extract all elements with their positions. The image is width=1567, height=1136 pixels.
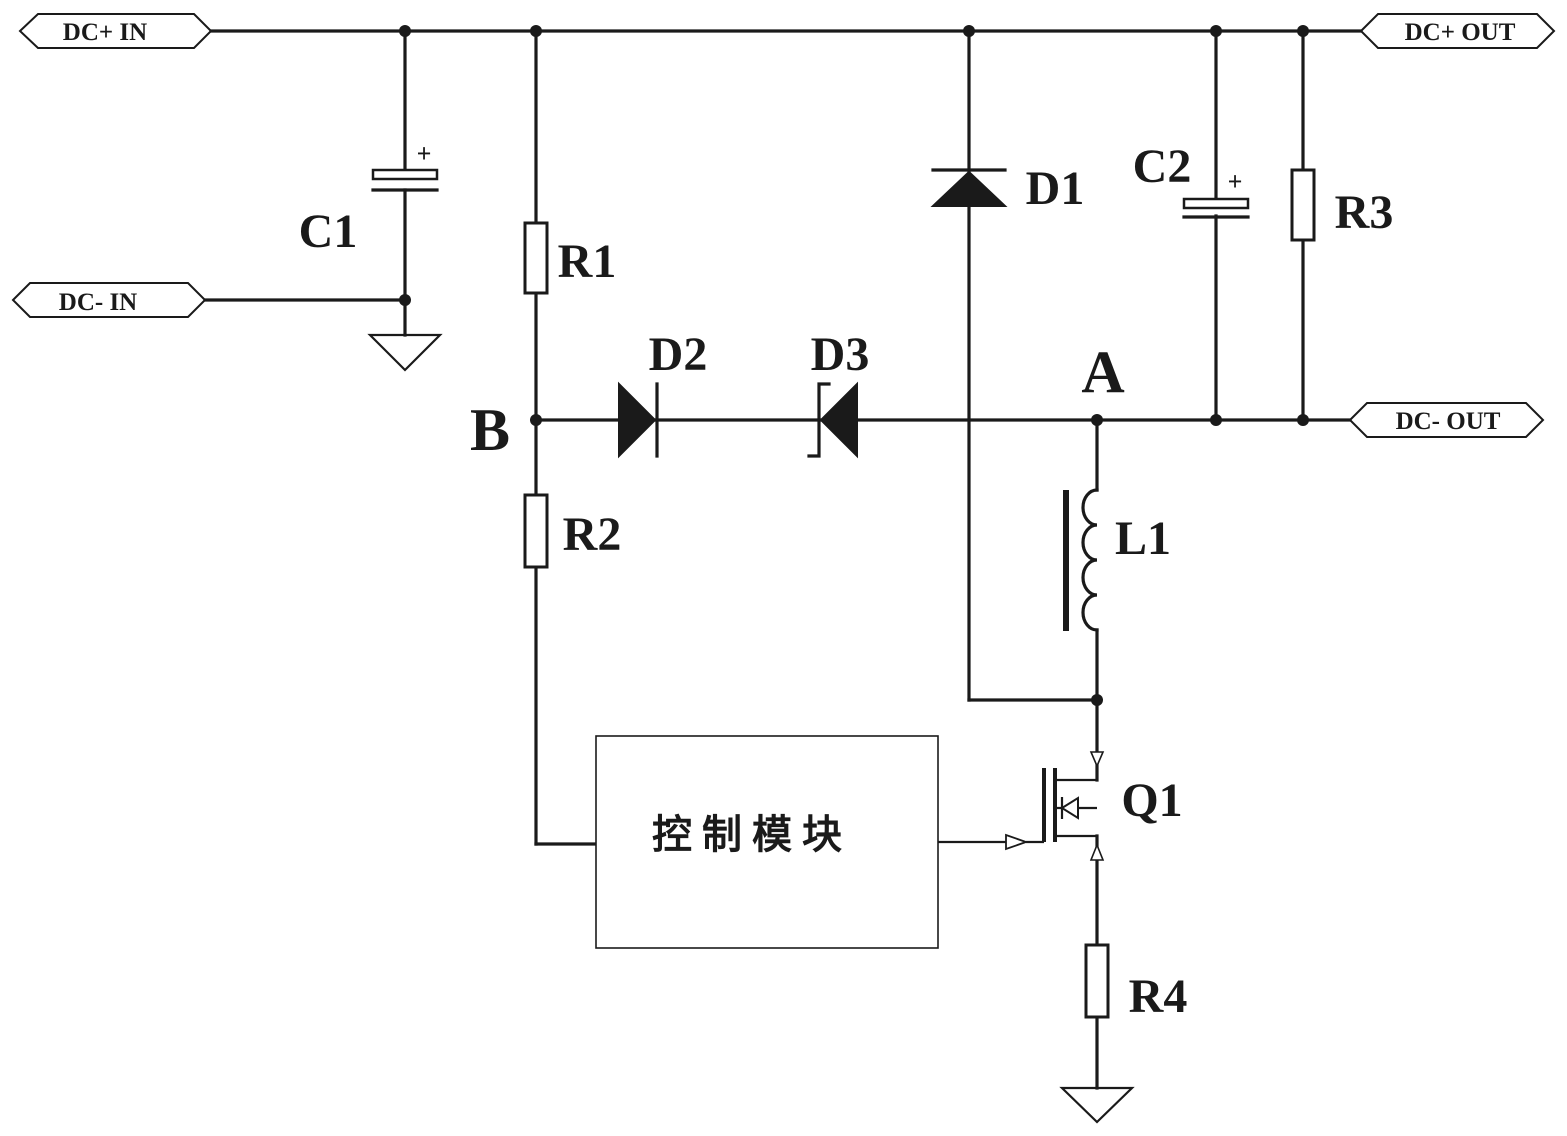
- label-r3: R3: [1335, 186, 1394, 239]
- capacitor-c2: + C2: [1133, 140, 1250, 219]
- node-label-b: B: [470, 397, 510, 463]
- resistor-r3: R3: [1290, 168, 1394, 242]
- port-dc-plus-out: DC+ OUT: [1359, 13, 1556, 49]
- label-c1: C1: [299, 205, 358, 258]
- label-r2: R2: [563, 508, 622, 561]
- zener-diode-d3: D3: [807, 328, 870, 459]
- resistor-r1: R1: [523, 221, 617, 295]
- capacitor-c1: + C1: [299, 139, 439, 258]
- label-d2: D2: [649, 328, 708, 381]
- resistor-r4: R4: [1084, 943, 1188, 1023]
- ground-symbol-right: [1059, 1086, 1135, 1124]
- junctions: [399, 25, 1309, 706]
- port-label-dc-minus-out: DC- OUT: [1396, 408, 1501, 435]
- port-dc-minus-out: DC- OUT: [1348, 402, 1545, 438]
- port-label-dc-plus-out: DC+ OUT: [1405, 19, 1516, 46]
- mosfet-q1: Q1: [1026, 751, 1183, 861]
- label-d1: D1: [1026, 162, 1085, 215]
- port-label-dc-plus-in: DC+ IN: [63, 19, 147, 46]
- label-c2: C2: [1133, 140, 1192, 193]
- inductor-l1: L1: [1063, 488, 1171, 632]
- resistor-r2: R2: [523, 493, 622, 569]
- diode-d2: D2: [618, 328, 708, 459]
- control-module-label: 控制模块: [652, 812, 852, 858]
- label-d3: D3: [811, 328, 870, 381]
- port-dc-minus-in: DC- IN: [11, 282, 207, 318]
- diode-d1: D1: [930, 162, 1085, 215]
- node-label-a: A: [1081, 339, 1124, 405]
- gate-drive-arrow: [1005, 833, 1029, 851]
- control-module: 控制模块: [595, 735, 939, 949]
- label-l1: L1: [1115, 512, 1171, 565]
- c1-plus-sign: +: [417, 139, 432, 168]
- c2-plus-sign: +: [1228, 167, 1243, 196]
- label-r4: R4: [1129, 970, 1188, 1023]
- label-r1: R1: [558, 235, 617, 288]
- port-label-dc-minus-in: DC- IN: [59, 289, 137, 316]
- ground-symbol-left: [367, 333, 443, 372]
- port-dc-plus-in: DC+ IN: [18, 13, 213, 49]
- label-q1: Q1: [1121, 774, 1182, 827]
- wires: [203, 29, 1363, 1090]
